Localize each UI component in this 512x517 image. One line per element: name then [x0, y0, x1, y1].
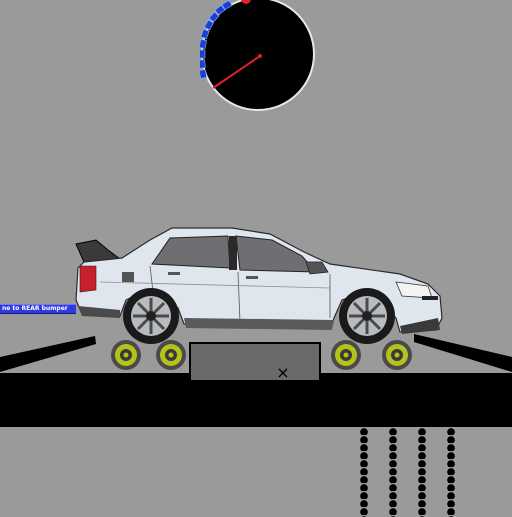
rear-wheel — [123, 288, 179, 344]
chain-3 — [417, 427, 427, 517]
roller-1 — [111, 340, 141, 370]
chain-4 — [446, 427, 456, 517]
tachometer-dial — [200, 0, 315, 111]
roller-4 — [382, 340, 412, 370]
chain-1 — [359, 427, 369, 517]
pit-marker-icon: × — [276, 363, 290, 382]
ground-slab — [0, 373, 512, 427]
roller-2 — [156, 340, 186, 370]
roller-3 — [331, 340, 361, 370]
front-wheel — [339, 288, 395, 344]
dyno-pit: × — [189, 342, 321, 382]
hint-label: ne to REAR bumper — [0, 304, 76, 314]
chain-2 — [388, 427, 398, 517]
tachometer — [200, 0, 316, 112]
